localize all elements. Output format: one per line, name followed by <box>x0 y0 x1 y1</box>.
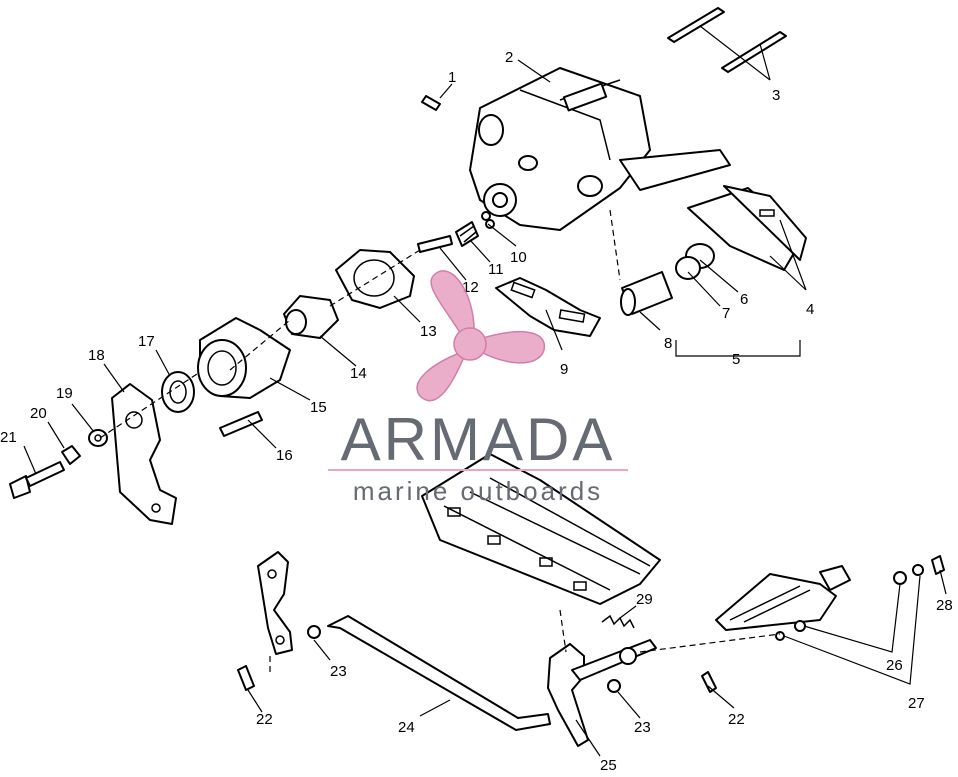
callout-18: 18 <box>88 347 105 364</box>
callout-5: 5 <box>732 351 740 368</box>
callout-23-right: 23 <box>634 719 651 736</box>
callout-14: 14 <box>350 365 367 382</box>
callout-19: 19 <box>56 385 73 402</box>
callout-2: 2 <box>505 49 513 66</box>
callout-3: 3 <box>772 87 780 104</box>
callout-23-left: 23 <box>330 663 347 680</box>
spring-and-pin <box>417 211 495 253</box>
assembly-lines <box>99 209 781 672</box>
leader-lines <box>23 25 947 757</box>
callout-4: 4 <box>806 301 814 318</box>
cover-plates <box>620 185 807 316</box>
return-spring <box>601 614 635 629</box>
watermark-title: ARMADA <box>341 406 616 473</box>
callout-29: 29 <box>636 591 653 608</box>
armada-watermark: ARMADA marine outboards <box>328 270 628 506</box>
callout-28: 28 <box>936 597 953 614</box>
skid-plate <box>421 453 661 605</box>
tilt-rod <box>327 615 551 731</box>
callout-22-right: 22 <box>728 711 745 728</box>
callout-11: 11 <box>488 261 504 278</box>
callout-1: 1 <box>448 69 456 86</box>
callout-25: 25 <box>600 757 617 772</box>
callout-16: 16 <box>276 447 293 464</box>
callout-22-left: 22 <box>256 711 273 728</box>
propeller-logo <box>416 270 546 402</box>
callout-24: 24 <box>398 719 415 736</box>
rods <box>667 7 787 73</box>
propeller-blade <box>416 351 468 402</box>
watermark-subtitle: marine outboards <box>353 476 603 506</box>
callout-15: 15 <box>310 399 327 416</box>
callout-20: 20 <box>30 405 47 422</box>
callout-8: 8 <box>664 335 672 352</box>
small-hardware <box>237 625 717 693</box>
callout-21: 21 <box>0 429 17 446</box>
callout-labels: 1 2 3 4 5 6 7 8 9 10 11 12 13 14 15 16 1… <box>0 49 953 774</box>
tilt-lever <box>547 639 657 747</box>
propeller-blade <box>430 270 475 344</box>
fasteners <box>9 429 108 499</box>
propeller-hub <box>453 327 487 361</box>
main-housing <box>469 67 731 231</box>
callout-13: 13 <box>420 323 437 340</box>
support-bracket <box>715 555 945 641</box>
callout-17: 17 <box>138 333 155 350</box>
callout-7: 7 <box>722 305 730 322</box>
callout-26: 26 <box>886 657 903 674</box>
cam <box>283 295 339 339</box>
lever-bracket <box>257 551 293 655</box>
long-screw <box>219 411 263 437</box>
propeller-blade <box>475 330 546 364</box>
lock-plate <box>495 277 601 337</box>
callout-9: 9 <box>560 361 568 378</box>
screw <box>421 95 441 111</box>
callout-6: 6 <box>740 291 748 308</box>
callout-10: 10 <box>510 249 527 266</box>
seal-ring <box>161 371 195 413</box>
bearing-housing <box>197 317 291 399</box>
gasket <box>335 249 415 309</box>
callout-27: 27 <box>908 695 925 712</box>
